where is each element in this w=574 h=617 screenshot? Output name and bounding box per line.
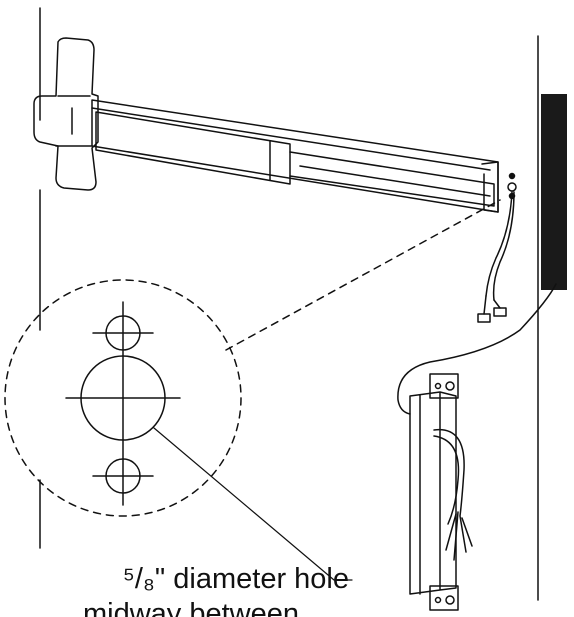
exit-device-push-pad: [95, 111, 291, 185]
exit-device-channel-end: [289, 151, 495, 207]
bottom-tab-screw-2: [445, 595, 455, 605]
detail-circle: [4, 279, 242, 517]
mounting-hole-top: [508, 172, 516, 180]
hole-detail-callout: [4, 199, 501, 517]
exit-device-end-cap-detail: [55, 95, 93, 147]
jamb-wire: [397, 283, 557, 415]
device-wiring: [477, 172, 517, 323]
wire-connector-left: [477, 313, 491, 323]
power-transfer-body: [409, 391, 457, 595]
door-edges: [39, 7, 539, 601]
top-tab-screw-2: [445, 381, 455, 391]
hole-position-label: midway between: [0, 600, 574, 617]
door-jamb-strip: [541, 94, 567, 290]
label-leader-line: [153, 427, 353, 581]
wire-connector-right: [493, 307, 507, 317]
exit-device-rail-top: [91, 107, 491, 171]
hole-size-label-text: ⁵/₈" diameter hole: [122, 563, 349, 595]
exit-device-end-cap: [33, 37, 99, 191]
exit-device-rail-end: [481, 161, 499, 213]
hole-position-label-text: midway between: [83, 600, 299, 617]
device-wire: [485, 191, 513, 297]
callout-leader-bottom: [220, 226, 460, 352]
power-transfer-top-tab: [429, 373, 459, 399]
mounting-hole-middle: [507, 182, 517, 192]
bottom-tab-screw-1: [434, 596, 442, 604]
top-tab-screw-1: [434, 382, 442, 390]
callout-leader-top: [225, 199, 501, 351]
connector-leads: [483, 295, 501, 315]
power-transfer-wires: [433, 428, 473, 561]
power-transfer-bottom-tab: [429, 585, 459, 611]
power-transfer-box: [409, 373, 473, 611]
exit-device: [33, 37, 499, 213]
device-wire-2: [492, 191, 515, 301]
